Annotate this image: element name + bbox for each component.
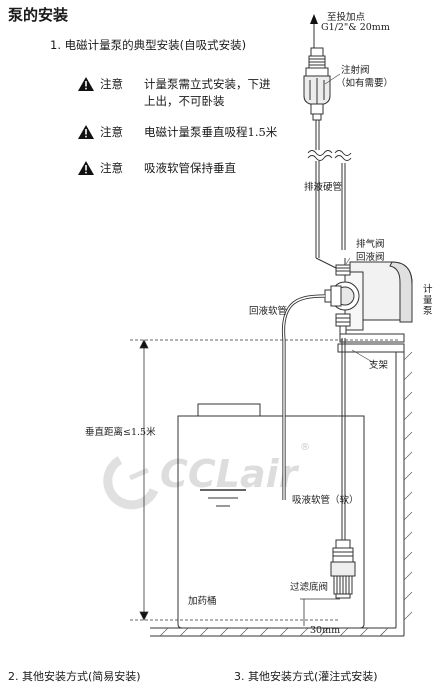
page-title: 泵的安装 — [8, 6, 69, 24]
warning-text-line2: 上出，不可卧装 — [144, 94, 225, 108]
dosing-point-arrow — [310, 14, 318, 48]
label-foot-filter: 过滤底阀 — [290, 582, 329, 593]
floor — [150, 627, 404, 637]
section-title-typical-install: 1. 电磁计量泵的典型安装(自吸式安装) — [50, 38, 247, 52]
foot-filter-valve — [330, 539, 356, 599]
label-return-valve: 回液阀 — [356, 252, 385, 263]
registered-mark: ® — [300, 442, 310, 453]
bracket — [337, 343, 413, 636]
watermark-text: CCLair — [160, 452, 300, 496]
warning-text: 电磁计量泵垂直吸程1.5米 — [144, 125, 278, 139]
vertical-distance-dimension — [130, 339, 398, 621]
label-discharge-hard-pipe: 排液硬管 — [304, 182, 343, 193]
leader-lines — [324, 73, 375, 364]
watermark-logo — [103, 456, 159, 510]
label-metering-pump-char: 计 — [423, 284, 433, 295]
warning-icon — [78, 125, 94, 139]
label-injection-valve: 注射阀 — [341, 65, 370, 76]
dosing-tank — [177, 403, 365, 629]
warning-label: 注意 — [100, 125, 123, 139]
gap-dimension — [300, 598, 340, 626]
label-dosing-point-size: G1/2"& 20mm — [321, 22, 390, 33]
label-suction-hose: 吸液软管（软） — [292, 495, 359, 506]
label-return-hose: 回液软管 — [249, 306, 288, 317]
warning-item-hose-vertical: 注意 吸液软管保持垂直 — [78, 160, 236, 177]
warning-text-line1: 计量泵需立式安装，下进 — [144, 77, 271, 91]
warning-text: 吸液软管保持垂直 — [144, 161, 236, 175]
warning-label: 注意 — [100, 161, 123, 175]
section-title-flooded-install: 3. 其他安装方式(灌注式安装) — [234, 670, 378, 683]
label-bracket: 支架 — [369, 360, 389, 371]
metering-pump — [315, 257, 413, 343]
warning-item-vertical-mount: 注意 计量泵需立式安装，下进上出，不可卧装 — [78, 76, 271, 110]
label-dosing-point: 至投加点 — [327, 12, 366, 23]
label-vent-valve: 排气阀 — [356, 239, 385, 250]
warning-text: 计量泵需立式安装，下进上出，不可卧装 — [144, 76, 271, 110]
label-metering-pump-char: 量 — [423, 295, 433, 306]
warning-icon — [78, 161, 94, 175]
section-title-simple-install: 2. 其他安装方式(简易安装) — [8, 670, 141, 683]
label-injection-valve-note: （如有需要） — [336, 78, 394, 89]
discharge-hard-pipe — [307, 120, 352, 258]
injection-valve — [303, 47, 331, 121]
warning-icon — [78, 77, 94, 91]
label-metering-pump-char: 泵 — [423, 306, 433, 317]
warning-label: 注意 — [100, 77, 123, 91]
suction-hose — [341, 338, 346, 540]
label-dosing-tank: 加药桶 — [188, 596, 217, 607]
label-vertical-distance: 垂直距离≤1.5米 — [85, 427, 156, 438]
label-gap: 30mm — [310, 625, 341, 636]
warning-item-suction-lift: 注意 电磁计量泵垂直吸程1.5米 — [78, 124, 277, 141]
label-metering-pump: 计 量 泵 — [423, 284, 433, 317]
